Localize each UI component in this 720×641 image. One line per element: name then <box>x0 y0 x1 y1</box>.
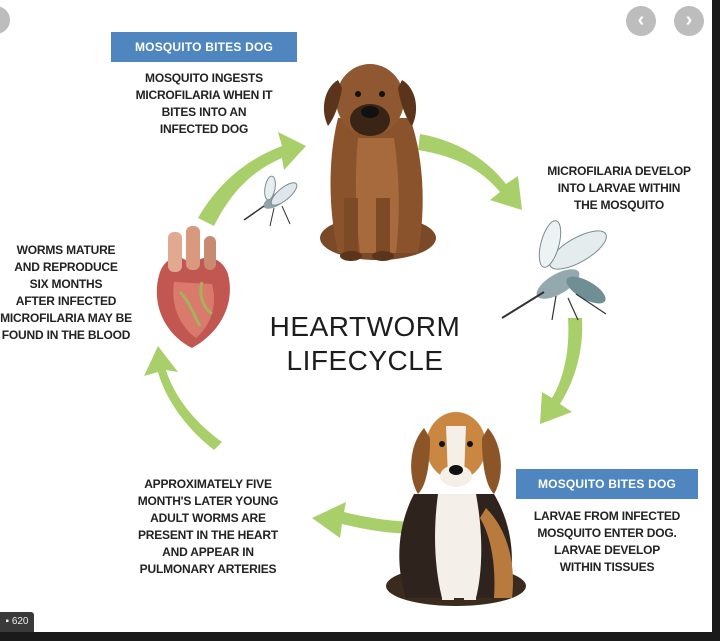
window-frame-right <box>712 0 720 641</box>
large-mosquito-illustration <box>501 220 607 321</box>
arrow-left-to-top <box>198 132 306 226</box>
bottom-left-step-text: APPROXIMATELY FIVE MONTH'S LATER YOUNG A… <box>137 477 279 576</box>
beagle-illustration <box>386 412 526 606</box>
diagram-title: HEARTWORM LIFECYCLE <box>269 311 461 376</box>
image-size-badge: ▪ 620 <box>0 612 34 632</box>
top-step-badge: MOSQUITO BITES DOG <box>111 32 297 62</box>
image-viewer: MOSQUITO BITES DOG MOSQUITO BITES DOG MO… <box>0 6 704 632</box>
arrow-right-to-bottom <box>540 318 583 424</box>
cycle-arrows <box>144 132 583 538</box>
next-image-button[interactable]: › <box>674 6 704 36</box>
right-step-text: MICROFILARIA DEVELOP INTO LARVAE WITHIN … <box>547 164 691 212</box>
chevron-left-icon: ‹ <box>637 9 645 31</box>
arrow-top-to-right <box>418 134 522 210</box>
image-size-label: 620 <box>11 616 29 627</box>
bottom-right-step-badge: MOSQUITO BITES DOG <box>516 469 698 499</box>
previous-image-button[interactable]: ‹ <box>626 6 656 36</box>
partial-left-control[interactable] <box>0 6 10 34</box>
left-step-text: WORMS MATURE AND REPRODUCE SIX MONTHS AF… <box>0 243 132 342</box>
bottom-right-step-text: LARVAE FROM INFECTED MOSQUITO ENTER DOG.… <box>533 509 681 574</box>
image-icon: ▪ <box>5 616 10 627</box>
rhodesian-dog-illustration <box>320 64 436 261</box>
top-step-text: MOSQUITO INGESTS MICROFILARIA WHEN IT BI… <box>135 71 273 136</box>
arrow-left-up <box>144 346 222 450</box>
window-frame-bottom <box>0 632 720 641</box>
heart-illustration <box>156 226 230 348</box>
arrow-bottom-to-left <box>312 502 420 538</box>
chevron-right-icon: › <box>685 9 693 31</box>
small-mosquito-illustration <box>243 175 298 227</box>
